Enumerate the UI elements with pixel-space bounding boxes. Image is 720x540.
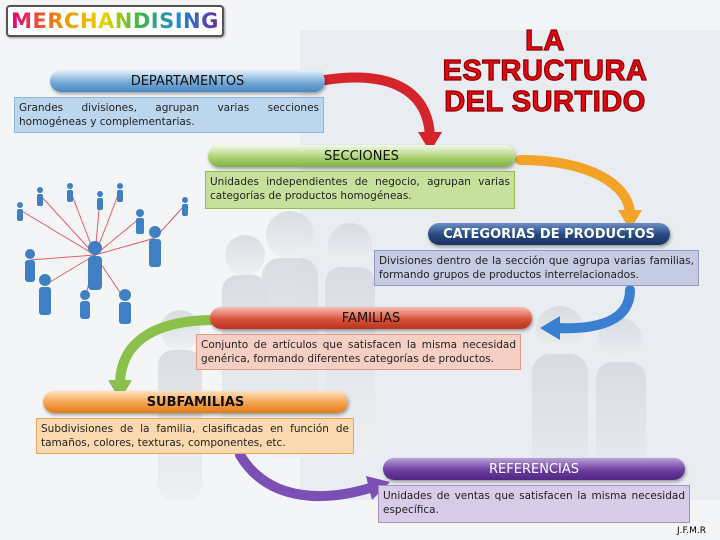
author-signature: J.F.M.R (677, 526, 706, 536)
level-referencias-description: Unidades de ventas que satisfacen la mis… (378, 485, 690, 523)
title-line-2: DEL SURTIDO (430, 87, 660, 117)
level-subfamilias-description: Subdivisiones de la familia, clasificada… (36, 418, 354, 454)
merchandising-logo: MERCHANDISING (6, 5, 224, 37)
page-title: LA ESTRUCTURA DEL SURTIDO (430, 26, 660, 117)
level-referencias-label: REFERENCIAS (383, 458, 685, 480)
level-secciones-label: SECCIONES (208, 145, 515, 167)
level-familias-description: Conjunto de artículos que satisfacen la … (196, 334, 521, 370)
logo-text: MERCHANDISING (11, 9, 219, 33)
title-line-1: LA ESTRUCTURA (430, 26, 660, 87)
people-network-icon (17, 183, 188, 324)
level-categorias-label: CATEGORIAS DE PRODUCTOS (428, 223, 670, 245)
level-departamentos-label: DEPARTAMENTOS (50, 70, 325, 92)
level-categorias-description: Divisiones dentro de la sección que agru… (374, 250, 699, 286)
level-familias-label: FAMILIAS (210, 307, 532, 329)
level-secciones-description: Unidades independientes de negocio, agru… (205, 171, 515, 209)
level-subfamilias-label: SUBFAMILIAS (43, 391, 348, 413)
level-departamentos-description: Grandes divisiones, agrupan varias secci… (14, 97, 324, 133)
